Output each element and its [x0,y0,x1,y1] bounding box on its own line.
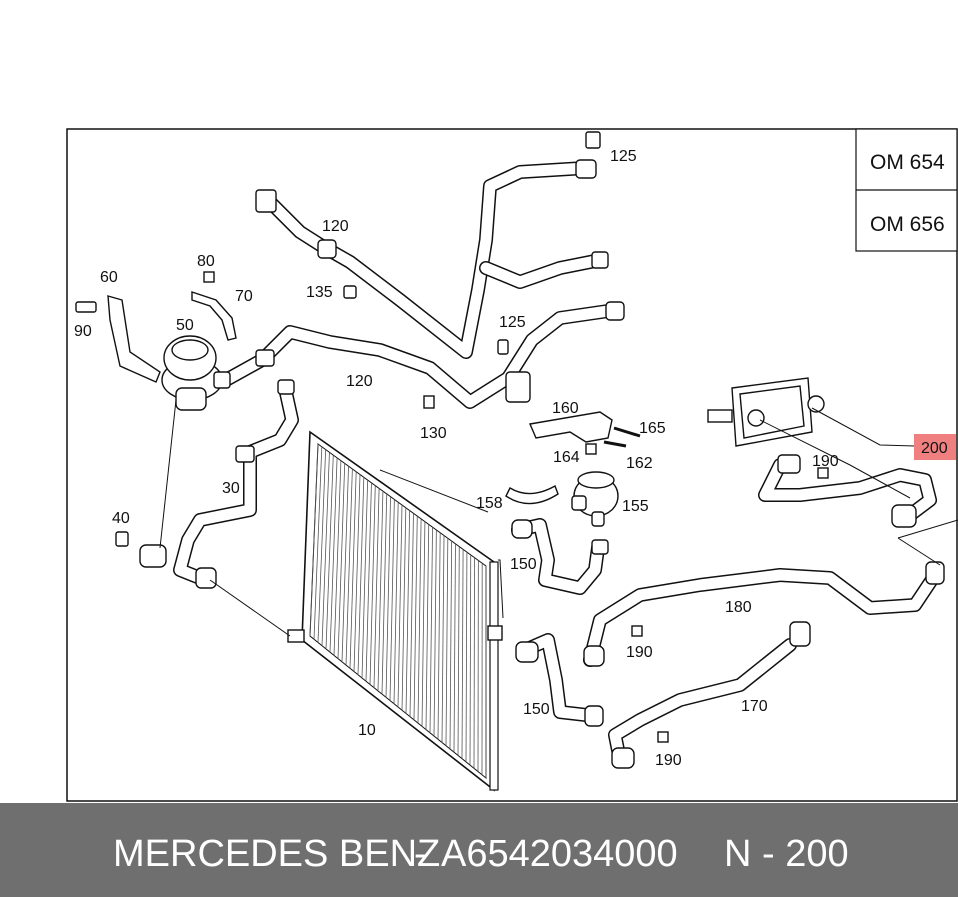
callout-165: 165 [639,420,666,437]
oil-cooler [707,377,825,447]
callout-40: 40 [112,510,130,527]
radiator-fin [349,471,357,669]
radiator-fin [385,496,391,698]
radiator-fin [313,446,323,640]
diagram-position: N - 200 [724,833,849,875]
coolant-pump [161,335,231,411]
radiator-fin [345,468,353,666]
radiator-fin [365,482,372,682]
radiator-fin [397,504,403,708]
diagram-frame [66,128,958,802]
radiator-fin [437,532,441,740]
callout-80: 80 [197,253,215,270]
radiator-fin [325,455,334,649]
callout-135: 135 [306,284,333,301]
radiator [287,430,503,792]
radiator-fin [417,518,422,724]
callout-150b: 150 [523,701,550,718]
radiator-fin [421,521,426,727]
radiator-fin [453,543,456,753]
callout-190c: 190 [655,752,682,769]
engine-variant-1: OM 654 [870,151,945,174]
radiator-fin [377,491,384,691]
hose-connectors [75,131,945,769]
radiator-fin [413,516,418,720]
radiator-fin [317,449,327,643]
brand-label: MERCEDES BENZ [113,833,441,875]
callout-50: 50 [176,317,194,334]
radiator-fin [433,529,437,737]
callout-180: 180 [725,599,752,616]
radiator-fin [393,502,399,704]
callout-30: 30 [222,480,240,497]
callout-162: 162 [626,455,653,472]
radiator-fin [469,554,472,766]
callout-70: 70 [235,288,253,305]
radiator-fin [441,535,445,743]
radiator-fin [373,488,380,688]
radiator-fin [341,466,349,662]
engine-variant-2: OM 656 [870,213,945,236]
radiator-fin [445,538,449,746]
radiator-fin [361,480,369,678]
engine-variant-box: OM 654 OM 656 [855,128,958,252]
radiator-fin [333,460,342,656]
radiator-fin [449,541,453,749]
callout-190b: 190 [626,644,653,661]
radiator-fin [425,524,430,730]
hose-lines [173,161,942,767]
callout-158: 158 [476,495,503,512]
footer-separator: - [414,833,427,875]
radiator-fin [401,507,407,711]
callout-170: 170 [741,698,768,715]
radiator-fin [309,443,319,637]
callout-164: 164 [553,449,580,466]
callout-labels: 125 120 80 60 70 135 90 50 125 120 160 1… [74,148,948,769]
radiator-fin [429,527,433,733]
callout-190a: 190 [812,453,839,470]
radiator-fin [381,493,388,695]
radiator-fin [337,463,346,659]
parts-diagram: OM 654 OM 656 [66,128,958,802]
part-info-footer: MERCEDES BENZ - A6542034000 N - 200 [0,803,958,897]
callout-125a: 125 [610,148,637,165]
leader-lines [159,399,958,637]
radiator-fin [321,452,330,646]
callout-60: 60 [100,269,118,286]
radiator-fin [353,474,361,672]
callout-160: 160 [552,400,579,417]
radiator-fin [369,485,376,685]
aux-pump-155 [571,471,619,527]
callout-150a: 150 [510,556,537,573]
callout-200: 200 [921,440,948,457]
callout-155: 155 [622,498,649,515]
radiator-fin [409,513,414,717]
radiator-fin [457,546,460,756]
bracket-160 [529,411,613,443]
radiator-fin [405,510,411,714]
callout-90: 90 [74,323,92,340]
radiator-fin [461,549,464,759]
radiator-fin [357,477,365,675]
fasteners [203,271,829,743]
highlight-200-box [914,434,956,460]
clamp-158 [505,484,559,505]
part-number: A6542034000 [441,833,678,875]
callout-125b: 125 [499,314,526,331]
callout-130: 130 [420,425,447,442]
callout-10: 10 [358,722,376,739]
bracket-60 [107,295,161,383]
radiator-fin [329,457,338,653]
bracket-70 [191,291,237,341]
callout-120b: 120 [346,373,373,390]
callout-120a: 120 [322,218,349,235]
radiator-fin [473,557,475,769]
radiator-fin [389,499,395,701]
radiator-fin [465,552,468,762]
